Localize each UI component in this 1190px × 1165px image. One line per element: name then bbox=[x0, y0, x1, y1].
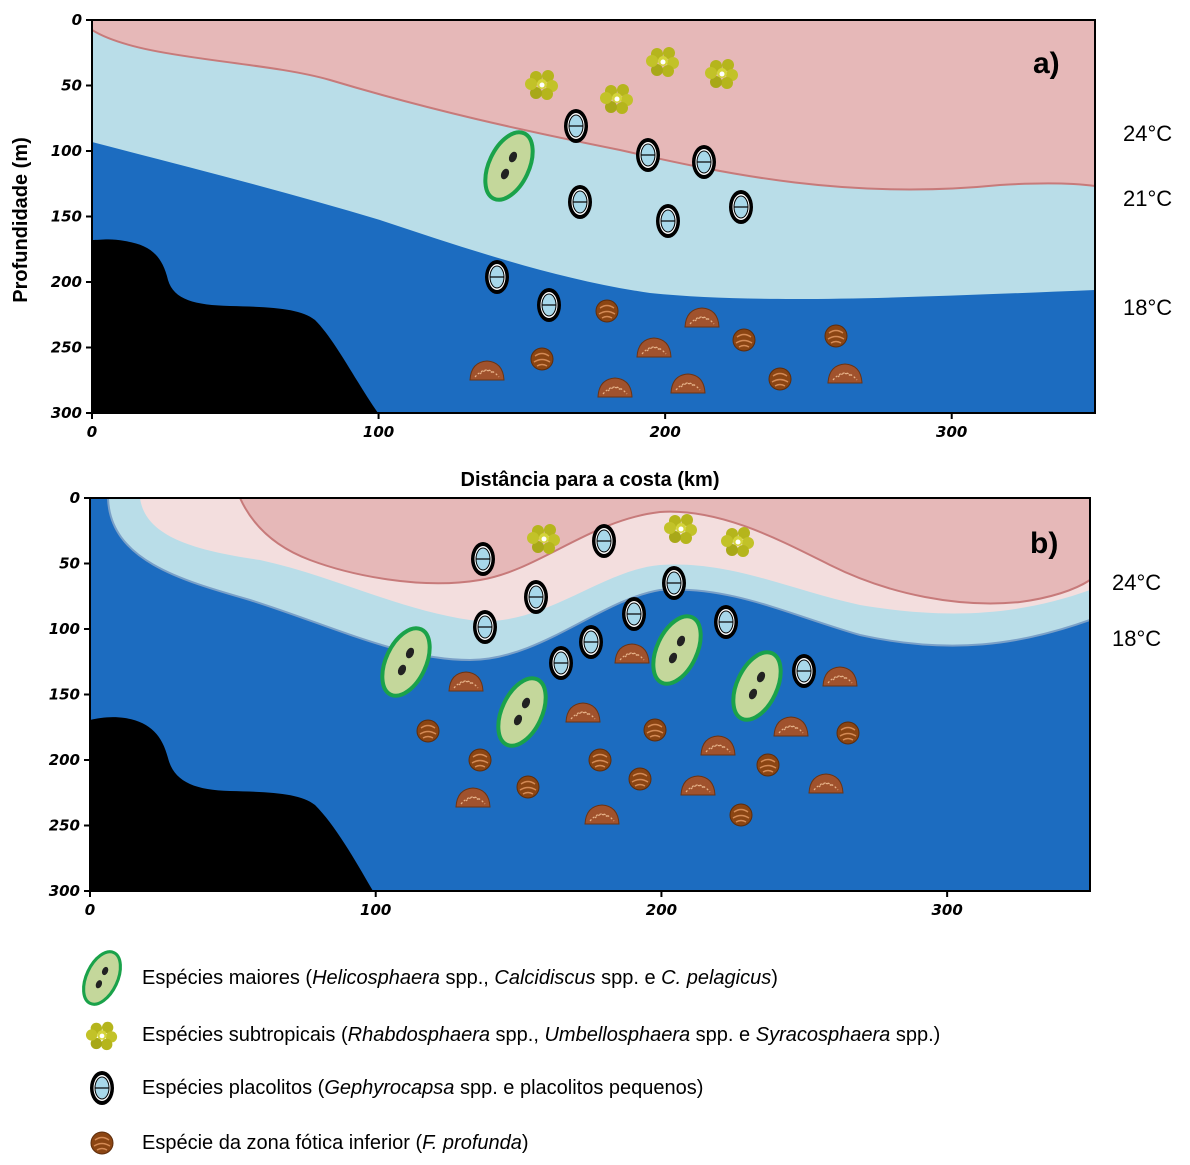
lower-photic-species-icon bbox=[530, 347, 554, 371]
placolith-species-icon bbox=[563, 108, 589, 144]
lower-photic-species-icon bbox=[756, 753, 780, 777]
x-axis-label: Distância para a costa (km) bbox=[461, 469, 720, 491]
placolith-species-icon bbox=[713, 604, 739, 640]
x-tick-label: 100 bbox=[363, 423, 394, 441]
y-tick-label: 100 bbox=[49, 620, 80, 638]
continental-shelf bbox=[90, 717, 373, 891]
placolith-species-icon bbox=[470, 541, 496, 577]
placolith-species-icon bbox=[523, 579, 549, 615]
placolith-species-icon bbox=[635, 137, 661, 173]
y-tick-label: 200 bbox=[51, 273, 82, 291]
legend-text: Espécie da zona fótica inferior (F. prof… bbox=[142, 1131, 529, 1154]
x-tick-label: 100 bbox=[360, 901, 391, 919]
legend-text: Espécies subtropicais (Rhabdosphaera spp… bbox=[142, 1023, 941, 1046]
y-tick-label: 200 bbox=[49, 751, 80, 769]
legend: Espécies maiores (Helicosphaera spp., Ca… bbox=[0, 940, 1190, 1164]
x-tick-label: 300 bbox=[931, 901, 962, 919]
lower-photic-species-icon bbox=[588, 748, 612, 772]
lower-photic-species-icon bbox=[468, 748, 492, 772]
placolith-species-icon bbox=[791, 653, 817, 689]
panel-a-axes: 0 50 100 150 200 250 300 0 100 200 300 bbox=[51, 11, 968, 441]
placolith-species-icon bbox=[591, 523, 617, 559]
y-axis-label: Profundidade (m) bbox=[10, 137, 32, 303]
x-tick-label: 200 bbox=[646, 901, 677, 919]
panel-a-temp-2: 21°C bbox=[1123, 186, 1172, 211]
panel-b-axes: 0 50 100 150 200 250 300 0 100 200 300 bbox=[49, 489, 963, 919]
y-tick-label: 0 bbox=[72, 11, 82, 29]
lower-photic-species-icon bbox=[732, 328, 756, 352]
y-tick-label: 0 bbox=[70, 489, 80, 507]
placolith-species-icon bbox=[728, 189, 754, 225]
y-tick-label: 150 bbox=[49, 686, 80, 704]
x-tick-label: 0 bbox=[87, 423, 97, 441]
legend-item-placolith-species: Espécies placolitos (Gephyrocapsa spp. e… bbox=[72, 1066, 703, 1110]
y-tick-label: 100 bbox=[51, 142, 82, 160]
placolith-species-icon bbox=[661, 565, 687, 601]
placolith-species-icon bbox=[536, 287, 562, 323]
placolith-species-icon bbox=[484, 259, 510, 295]
lower-photic-species-icon bbox=[595, 299, 619, 323]
lower-photic-species-icon bbox=[836, 721, 860, 745]
placolith-species-icon bbox=[72, 1066, 132, 1110]
panel-b-label: b) bbox=[1030, 527, 1058, 560]
subtropical-species-icon bbox=[72, 1013, 132, 1057]
isotherm-24 bbox=[239, 498, 1090, 605]
y-tick-label: 300 bbox=[49, 882, 80, 900]
panel-a-label: a) bbox=[1033, 47, 1060, 80]
diagram-canvas: a) 24°C 21°C 18°C 0 50 100 150 200 250 300 0 100… bbox=[10, 11, 1173, 919]
panel-a: a) 24°C 21°C 18°C 0 50 100 150 200 250 300 0 100… bbox=[51, 11, 1173, 441]
placolith-species-icon bbox=[691, 144, 717, 180]
lower-photic-species-icon bbox=[72, 1121, 132, 1165]
y-tick-label: 250 bbox=[49, 817, 80, 835]
panel-a-temp-1: 24°C bbox=[1123, 121, 1172, 146]
panel-a-layers bbox=[92, 20, 1095, 413]
placolith-species-icon bbox=[578, 624, 604, 660]
y-tick-label: 150 bbox=[51, 208, 82, 226]
panel-b-temp-1: 24°C bbox=[1112, 570, 1161, 595]
isotherm-18 bbox=[107, 498, 1090, 662]
y-tick-label: 50 bbox=[61, 77, 82, 95]
placolith-species-icon bbox=[567, 184, 593, 220]
continental-shelf bbox=[92, 239, 378, 413]
x-tick-label: 300 bbox=[936, 423, 967, 441]
legend-item-larger-species: Espécies maiores (Helicosphaera spp., Ca… bbox=[72, 944, 778, 1012]
legend-item-lower-photic-species: Espécie da zona fótica inferior (F. prof… bbox=[72, 1121, 529, 1165]
lower-photic-species-icon bbox=[768, 367, 792, 391]
lower-photic-species-icon bbox=[416, 719, 440, 743]
panel-a-temp-3: 18°C bbox=[1123, 295, 1172, 320]
legend-text: Espécies placolitos (Gephyrocapsa spp. e… bbox=[142, 1076, 704, 1099]
x-tick-label: 0 bbox=[85, 901, 95, 919]
legend-text: Espécies maiores (Helicosphaera spp., Ca… bbox=[142, 966, 778, 989]
placolith-species-icon bbox=[548, 645, 574, 681]
placolith-species-icon bbox=[621, 596, 647, 632]
lower-photic-species-icon bbox=[516, 775, 540, 799]
y-tick-label: 50 bbox=[59, 555, 80, 573]
deep-layer bbox=[92, 142, 1095, 413]
placolith-species-icon bbox=[472, 609, 498, 645]
isotherm-24 bbox=[92, 29, 1095, 191]
legend-item-subtropical-species: Espécies subtropicais (Rhabdosphaera spp… bbox=[72, 1013, 940, 1057]
panel-b: b) 24°C 18°C 0 50 100 150 200 250 300 0 100 200 30… bbox=[49, 489, 1162, 919]
lower-photic-species-icon bbox=[824, 324, 848, 348]
lower-photic-species-icon bbox=[628, 767, 652, 791]
panel-b-layers bbox=[90, 498, 1090, 891]
y-tick-label: 300 bbox=[51, 404, 82, 422]
placolith-species-icon bbox=[655, 203, 681, 239]
y-tick-label: 250 bbox=[51, 339, 82, 357]
lower-photic-species-icon bbox=[643, 718, 667, 742]
panel-b-temp-2: 18°C bbox=[1112, 626, 1161, 651]
larger-species-icon bbox=[72, 944, 132, 1012]
warm-layer bbox=[240, 498, 1090, 604]
x-tick-label: 200 bbox=[649, 423, 680, 441]
lower-photic-species-icon bbox=[729, 803, 753, 827]
